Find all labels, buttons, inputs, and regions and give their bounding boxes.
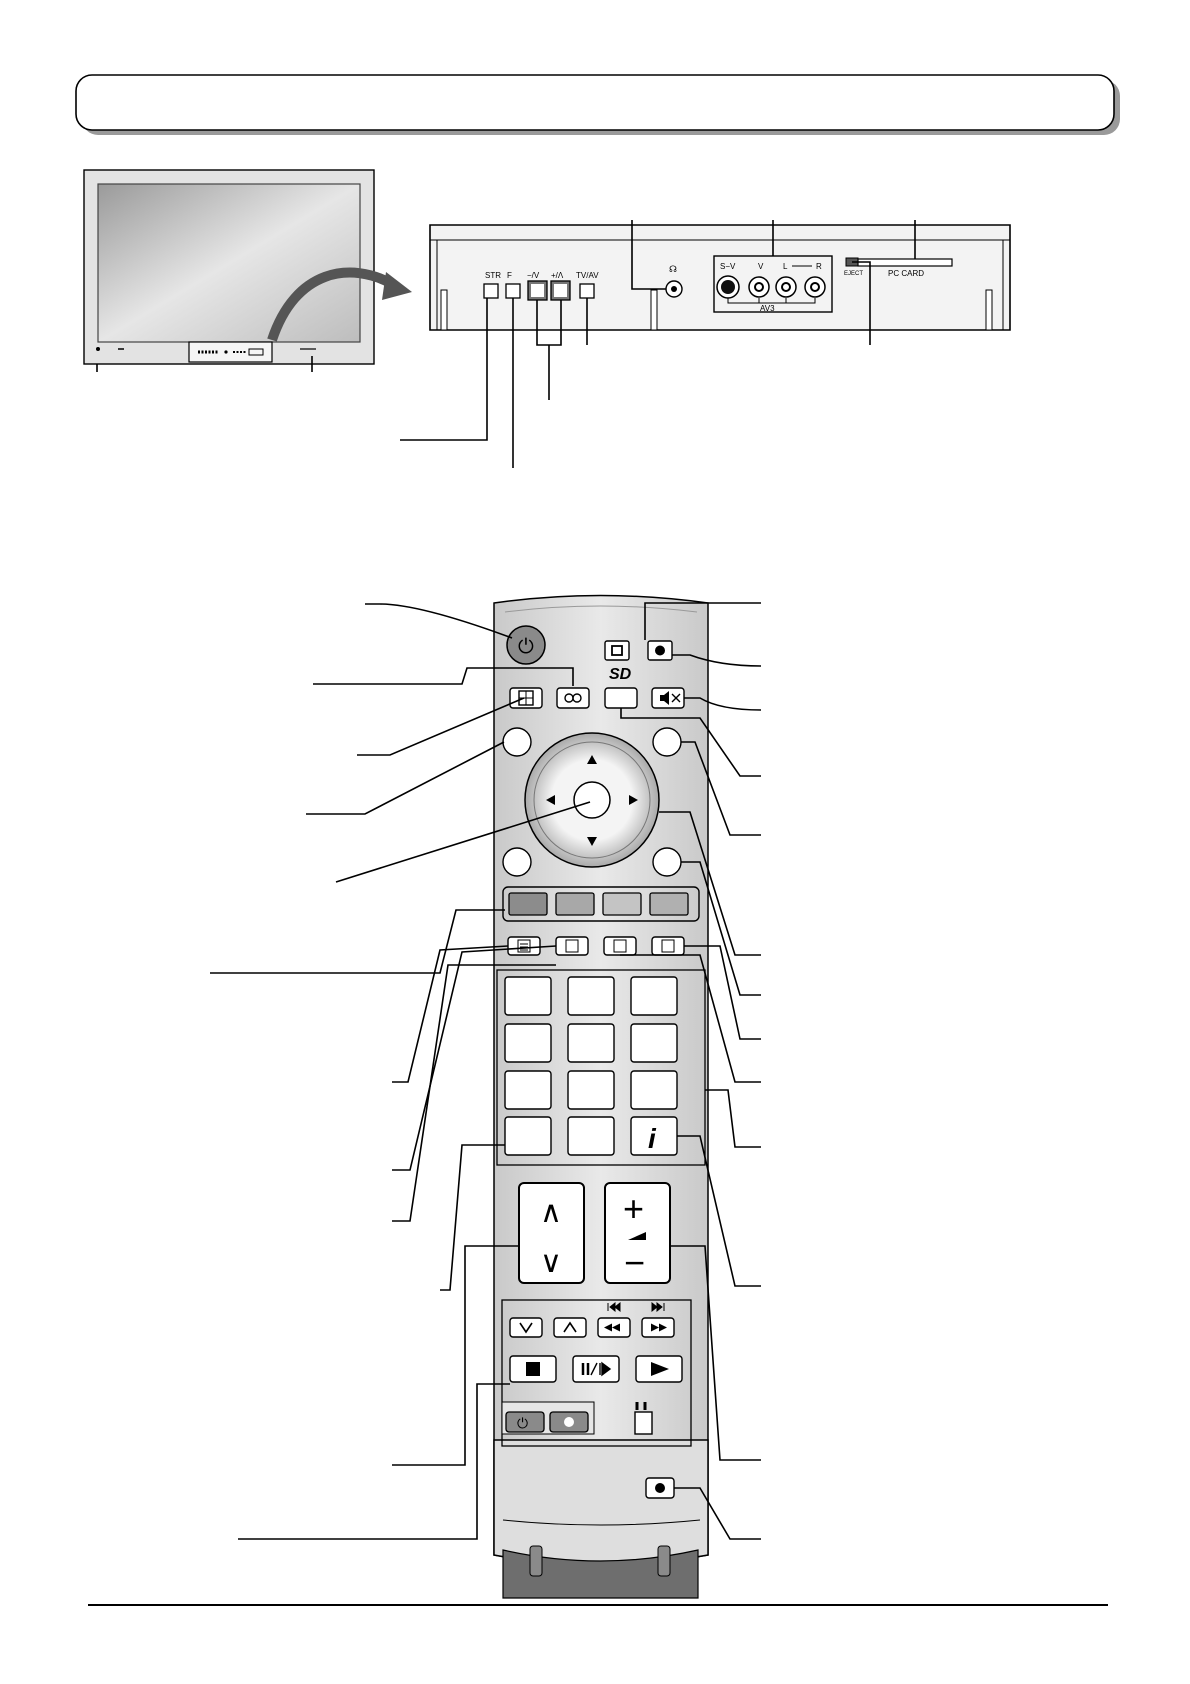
number-9-button[interactable] [630,1070,678,1110]
tv-control-strip [188,341,273,363]
channel-up-icon[interactable]: ∧ [540,1196,562,1229]
panel-leader-lines [96,220,916,468]
vcr-channel-up-button[interactable] [553,1317,587,1338]
yellow-button[interactable] [602,892,642,916]
tv-av-button[interactable] [579,283,595,299]
jack-label-r: R [816,262,822,271]
blue-button[interactable] [649,892,689,916]
panel-label-plus-a: +/Λ [551,271,564,280]
channel-down-icon[interactable]: ∨ [540,1246,562,1279]
play-icon [651,1362,669,1376]
left-arrow-icon[interactable] [546,795,555,805]
remote-leader-lines [210,602,762,1540]
last-view-button[interactable] [504,1116,552,1156]
remote-bottom-cover [493,1439,709,1566]
pc-card-label: PC CARD [888,269,924,278]
headphone-icon: ☊ [669,264,677,274]
number-4-button[interactable] [504,1023,552,1063]
vcr-power-button[interactable] [505,1411,545,1433]
sd-logo: SD [609,666,632,683]
picture-button[interactable] [604,640,630,661]
f-button[interactable] [505,283,521,299]
volume-icon [628,1232,646,1240]
panel-label-tv-av: TV/AV [576,271,599,280]
vcr-channel-down-button[interactable] [509,1317,543,1338]
pause-icon [581,1363,590,1375]
number-1-button[interactable] [504,976,552,1016]
pause-play-button[interactable] [572,1355,620,1383]
number-0-button[interactable] [567,1116,615,1156]
panel-label-f: F [507,271,512,280]
exit-button[interactable] [652,727,682,757]
red-button[interactable] [508,892,548,916]
info-icon: i [648,1123,657,1154]
panel-label-minus-v: −/V [527,271,540,280]
sd-card-button[interactable] [604,687,638,709]
jack-label-l: L [783,262,788,271]
pc-card-slot[interactable] [857,258,953,267]
audio-l-jack[interactable] [775,276,797,298]
str-button[interactable] [483,283,499,299]
remote-control: ⏻ SD [493,594,709,1599]
number-5-button[interactable] [567,1023,615,1063]
vcr-power-icon: ⏻ [517,1415,528,1431]
tv-front-view [83,169,412,365]
number-2-button[interactable] [567,976,615,1016]
tv-vcr-switch[interactable] [634,1411,653,1435]
up-arrow-icon[interactable] [587,755,597,764]
tv-screen [97,183,361,343]
volume-rocker[interactable] [604,1182,671,1284]
control-panel: STR F −/V +/Λ TV/AV ☊ S−V V L R AV3 [429,224,1011,331]
number-7-button[interactable] [504,1070,552,1110]
channel-rocker[interactable] [518,1182,585,1284]
jack-group-label: AV3 [760,304,775,313]
ok-button[interactable] [573,781,611,819]
mute-icon [660,691,669,705]
power-indicator-icon [96,347,100,351]
number-3-button[interactable] [630,976,678,1016]
zoom-arrow-icon [267,267,397,342]
volume-minus-icon[interactable]: − [624,1242,645,1283]
skip-back-icon [607,1301,621,1313]
jack-label-v: V [758,262,764,271]
skip-forward-icon [651,1301,665,1313]
menu-button[interactable] [502,727,532,757]
audio-r-jack[interactable] [804,276,826,298]
volume-plus-icon[interactable]: + [623,1188,644,1229]
panel-label-str: STR [485,271,501,280]
return-button[interactable] [502,847,532,877]
number-8-button[interactable] [567,1070,615,1110]
jack-label-s-v: S−V [720,262,736,271]
down-arrow-icon[interactable] [587,837,597,846]
green-button[interactable] [555,892,595,916]
eject-label: EJECT [844,271,863,277]
option-button[interactable] [652,847,682,877]
right-arrow-icon[interactable] [629,795,638,805]
number-6-button[interactable] [630,1023,678,1063]
title-banner [75,74,1120,135]
power-button[interactable] [506,625,546,665]
video-jack[interactable] [748,276,770,298]
power-icon: ⏻ [518,636,534,658]
